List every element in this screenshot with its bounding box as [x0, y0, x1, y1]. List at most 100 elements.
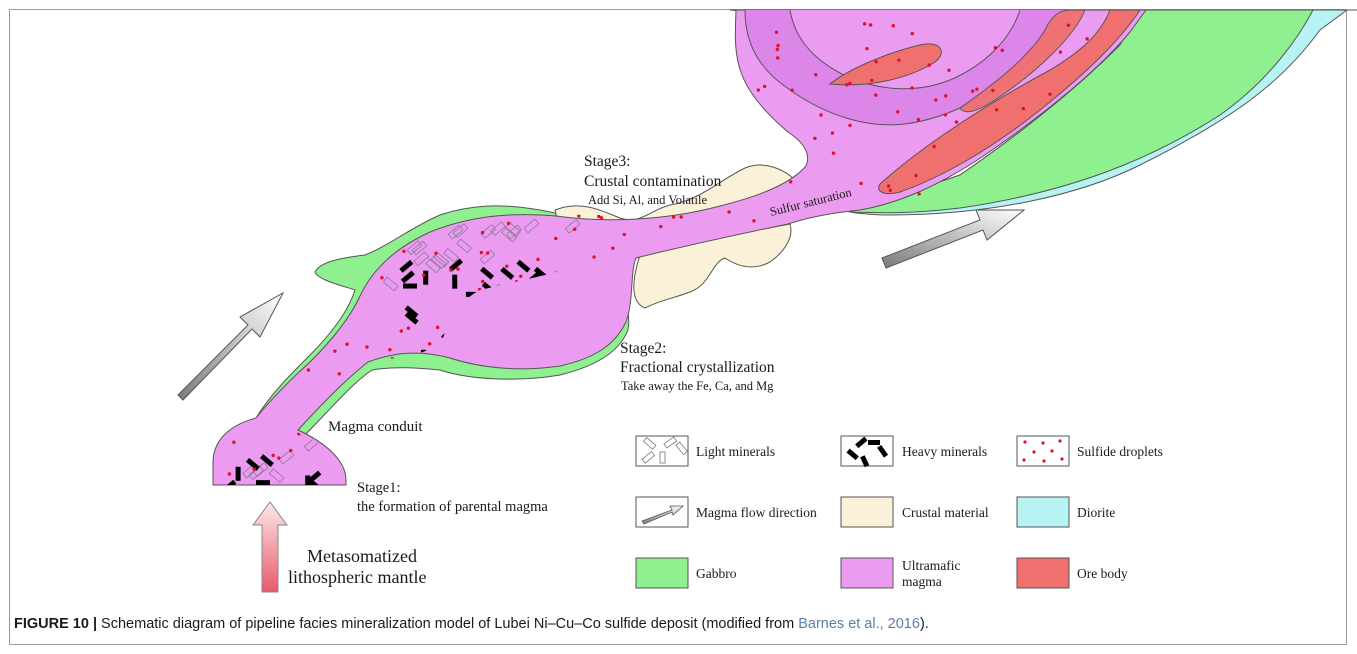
heavy-mineral-grain	[403, 284, 417, 289]
sulfide-droplet	[994, 46, 997, 49]
sulfide-droplet	[436, 326, 439, 329]
sulfide-droplet	[776, 48, 779, 51]
legend-heavy-minerals-label: Heavy minerals	[902, 444, 987, 459]
heavy-mineral-grain	[423, 271, 428, 285]
sulfide-droplet	[505, 265, 508, 268]
sulfide-droplet	[845, 83, 848, 86]
sulfide-droplet	[897, 58, 900, 61]
sulfide-droplet	[755, 126, 758, 129]
sulfide-droplet	[870, 79, 873, 82]
legend-crustal-material-label: Crustal material	[902, 505, 989, 520]
sulfide-droplet	[775, 31, 778, 34]
sulfide-droplet	[600, 216, 603, 219]
sulfide-droplet	[896, 110, 899, 113]
sulfide-droplet	[1059, 50, 1062, 53]
sulfide-droplet	[311, 333, 314, 336]
sulfide-droplet	[763, 85, 766, 88]
sulfide-droplet	[947, 69, 950, 72]
sulfide-droplet	[955, 120, 958, 123]
stage3-note: Add Si, Al, and Volatile	[588, 193, 707, 207]
sulfide-droplet	[365, 345, 368, 348]
sulfide-droplet	[995, 108, 998, 111]
figure-caption-text: Schematic diagram of pipeline facies min…	[97, 616, 798, 632]
sulfide-droplet	[917, 118, 920, 121]
heavy-mineral-grain	[452, 275, 457, 289]
heavy-mineral-grain	[305, 475, 310, 489]
stage1-desc: the formation of parental magma	[357, 499, 548, 515]
sulfide-droplet	[380, 276, 383, 279]
legend-sulfide-droplets-label: Sulfide droplets	[1077, 444, 1163, 459]
sulfide-droplet	[757, 88, 760, 91]
sulfide-droplet	[848, 82, 851, 85]
sulfide-droplet	[486, 251, 489, 254]
legend-ultramafic-magma: Ultramafic magma	[841, 558, 960, 589]
sulfide-droplet	[592, 255, 595, 258]
sulfide-droplet	[507, 222, 510, 225]
sulfide-droplet	[892, 24, 895, 27]
sulfide-droplet	[407, 326, 410, 329]
sulfide-droplet	[611, 247, 614, 250]
sulfide-droplet	[672, 215, 675, 218]
sulfide-droplet	[434, 251, 437, 254]
sulfide-droplet	[400, 329, 403, 332]
sulfide-droplet	[848, 124, 851, 127]
magma-conduit-label: Magma conduit	[328, 419, 423, 435]
sulfide-droplet	[874, 93, 877, 96]
sulfide-droplet	[727, 210, 730, 213]
sulfide-droplet	[519, 275, 522, 278]
sulfide-droplet	[794, 149, 797, 152]
sulfide-droplet	[869, 23, 872, 26]
sulfide-droplet	[790, 89, 793, 92]
sulfide-droplet	[991, 89, 994, 92]
sulfide-droplet	[910, 86, 913, 89]
sulfide-droplet	[874, 60, 877, 63]
figure-caption-end: ).	[920, 616, 929, 632]
sulfide-droplet	[1022, 107, 1025, 110]
mantle-label-line1: Metasomatized	[307, 546, 417, 566]
sulfide-droplet	[659, 225, 662, 228]
sulfide-droplet	[228, 472, 231, 475]
sulfide-droplet	[554, 237, 557, 240]
mantle-label-line2: lithospheric mantle	[288, 567, 426, 587]
sulfide-droplet	[449, 268, 452, 271]
legend-heavy-minerals: Heavy minerals	[841, 436, 987, 467]
sulfide-droplet	[776, 44, 779, 47]
sulfide-droplet	[763, 272, 766, 275]
sulfide-droplet	[573, 228, 576, 231]
sulfide-droplet	[831, 131, 834, 134]
sulfide-droplet	[859, 182, 862, 185]
sulfide-droplet	[766, 152, 769, 155]
sulfide-droplet	[422, 273, 425, 276]
sulfide-droplet	[813, 137, 816, 140]
sulfide-droplet	[793, 146, 796, 149]
sulfide-droplet	[814, 73, 817, 76]
legend-diorite: Diorite	[1017, 497, 1115, 527]
stage2-note: Take away the Fe, Ca, and Mg	[621, 379, 774, 393]
sulfide-droplet	[232, 440, 235, 443]
sulfide-droplet	[1067, 24, 1070, 27]
figure-caption-label: FIGURE 10 |	[14, 616, 97, 632]
sulfide-droplet	[456, 267, 459, 270]
sulfide-droplet	[752, 219, 755, 222]
sulfide-droplet	[307, 368, 310, 371]
sulfide-droplet	[932, 145, 935, 148]
heavy-mineral-grain	[256, 480, 270, 485]
sulfide-droplet	[1080, 189, 1083, 192]
legend: Light minerals Heavy minerals Sulfide dr…	[636, 436, 1163, 589]
magma-flow-arrow	[178, 293, 283, 400]
sulfide-droplet	[687, 297, 690, 300]
sulfide-droplet	[887, 184, 890, 187]
sulfide-droplet	[480, 251, 483, 254]
sulfide-droplet	[680, 215, 683, 218]
sulfide-droplet	[789, 180, 792, 183]
legend-diorite-label: Diorite	[1077, 505, 1115, 520]
stage3-title: Stage3:	[584, 153, 631, 170]
sulfide-droplet	[481, 280, 484, 283]
sulfide-droplet	[944, 113, 947, 116]
sulfide-droplet	[792, 149, 795, 152]
sulfide-droplet	[934, 98, 937, 101]
figure-caption-citation[interactable]: Barnes et al., 2016	[798, 616, 920, 632]
sulfide-droplet	[944, 94, 947, 97]
sulfide-droplet	[889, 189, 892, 192]
legend-gabbro-label: Gabbro	[696, 566, 737, 581]
